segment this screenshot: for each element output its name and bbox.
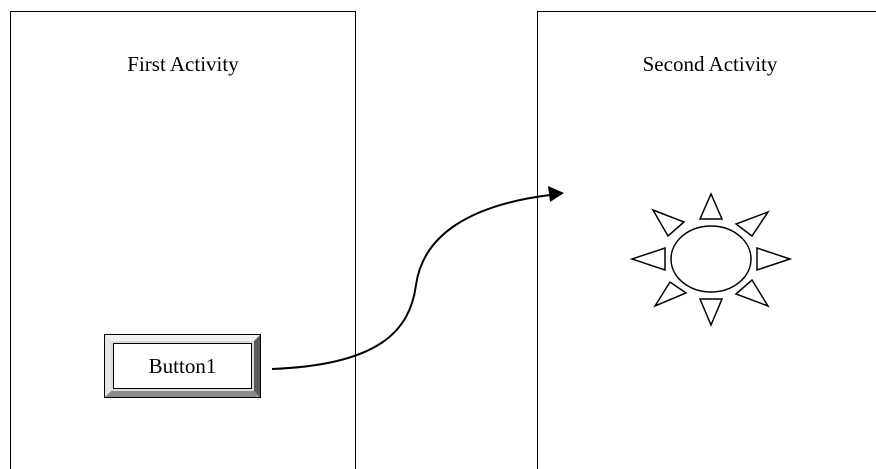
button1[interactable]: Button1	[104, 334, 261, 398]
first-activity-title: First Activity	[127, 52, 239, 76]
second-activity-title: Second Activity	[642, 52, 778, 76]
first-activity-screen: First Activity Button1	[10, 11, 356, 469]
button1-label: Button1	[113, 343, 252, 389]
second-activity-screen: Second Activity	[537, 11, 876, 469]
